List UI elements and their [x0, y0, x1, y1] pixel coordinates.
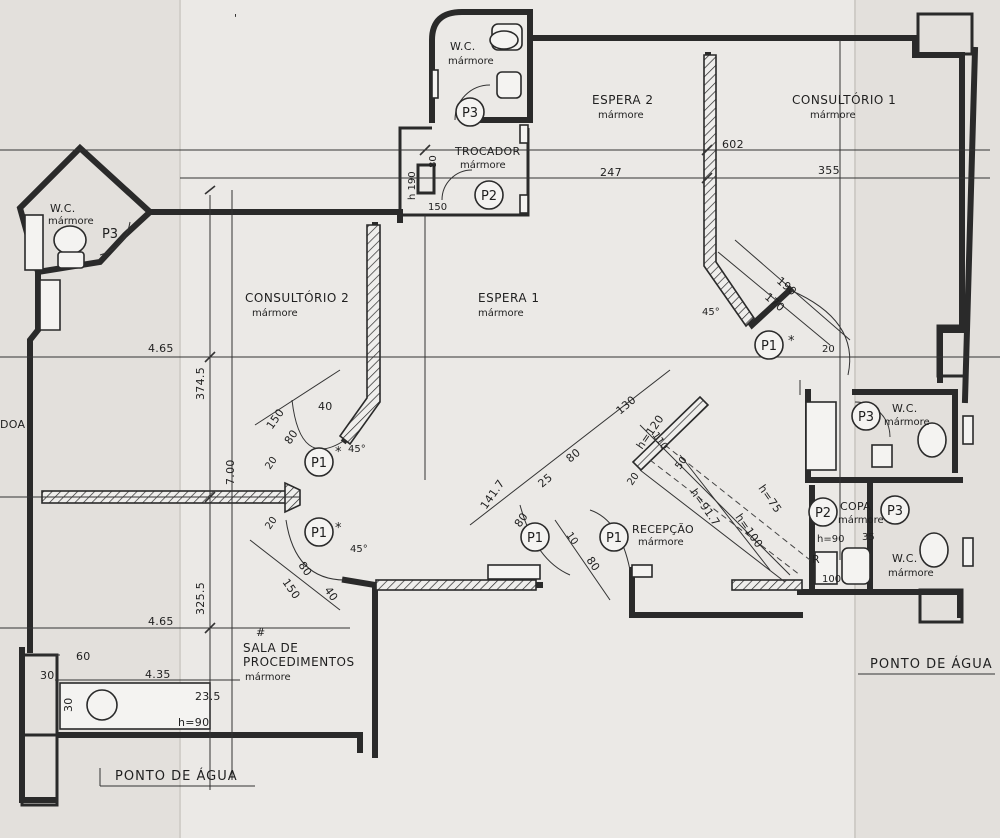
room-finish-wc-right-bottom: mármore [888, 567, 934, 579]
dim-label: 7.00 [224, 459, 237, 485]
room-finish-consultorio2: mármore [252, 307, 298, 319]
ponto-de-agua-left: PONTO DE ÁGUA [115, 768, 238, 784]
dim-label: 4.65 [148, 615, 174, 628]
sink-fixture [496, 71, 522, 99]
dim-label: 45° [348, 444, 366, 455]
dim-label: 4.65 [148, 342, 174, 355]
room-finish-wc-left: mármore [48, 215, 94, 227]
wc-top-block [398, 9, 533, 217]
dim-label: 100 [822, 574, 841, 585]
room-name-wc-top: W.C. [450, 40, 476, 53]
sala-sink-block [20, 653, 211, 807]
asterisk-mark: * [335, 445, 342, 460]
room-finish-sala: mármore [245, 671, 291, 683]
door-tag-label: P2 [815, 506, 831, 521]
room-finish-consultorio1: mármore [810, 109, 856, 121]
door-tag-label: P1 [311, 456, 327, 471]
asterisk-mark: * [335, 521, 342, 536]
mark-top: ' [234, 12, 237, 25]
door-tag-p1 [304, 447, 334, 477]
reception-counter [487, 444, 811, 583]
dim-label: h 190 [407, 171, 418, 200]
room-name-sala-line1: SALA DE [243, 641, 298, 655]
room-name-consultorio1: CONSULTÓRIO 1 [792, 92, 896, 107]
door-tag-p1 [754, 330, 784, 360]
door-tag-label: P1 [761, 339, 777, 354]
door-tag-label: P3 [462, 106, 478, 121]
mark-sala: # [256, 626, 266, 639]
dim-label: 325.5 [194, 582, 207, 615]
door-tag-label: P3 [102, 227, 118, 242]
door-tag-label: P1 [527, 531, 543, 546]
toilet-bowl [919, 532, 949, 568]
room-name-wc-left: W.C. [50, 202, 76, 215]
room-name-wc-right-top: W.C. [892, 402, 918, 415]
door-tag-p3 [851, 401, 881, 431]
door-tag-p1 [599, 522, 629, 552]
dim-label: 30 [62, 697, 75, 712]
sink-bowl [86, 689, 118, 721]
door-tag-p2 [808, 497, 838, 527]
asterisk-mark: * [788, 334, 795, 349]
dim-label: R [812, 553, 820, 566]
room-finish-recepcao: mármore [638, 536, 684, 548]
door-tag-p1 [520, 522, 550, 552]
dim-label: 4.35 [145, 668, 171, 681]
room-name-espera1: ESPERA 1 [478, 291, 540, 305]
dim-label: 45° [350, 544, 368, 555]
room-name-copa: COPA [840, 500, 871, 513]
dim-label: 35 [862, 532, 875, 543]
room-name-trocador: TROCADOR [454, 145, 520, 158]
dim-label: 602 [722, 138, 744, 151]
door-tag-p2 [474, 180, 504, 210]
dimension-lines [0, 40, 1000, 790]
room-name-recepcao: RECEPÇÃO [632, 523, 694, 536]
toilet-bowl [917, 422, 947, 458]
right-core-fixtures [805, 12, 974, 624]
room-name-consultorio2: CONSULTÓRIO 2 [245, 290, 349, 305]
dim-label: 40 [318, 400, 333, 413]
room-name-wc-right-bottom: W.C. [892, 552, 918, 565]
dim-label: 247 [600, 166, 622, 179]
door-tag-p3 [880, 495, 910, 525]
dim-label: h=90 [817, 534, 844, 545]
room-name-sala-line2: PROCEDIMENTOS [243, 655, 355, 669]
dim-label: h=90 [178, 716, 209, 729]
dim-label: 60 [76, 650, 91, 663]
dim-label: 23.5 [195, 690, 221, 703]
door-tag-p1 [304, 517, 334, 547]
notes: PONTO DE ÁGUA PONTO DE ÁGUA DOA ' # [0, 12, 995, 787]
dim-label: 30 [40, 669, 55, 682]
toilet-bowl [489, 30, 519, 50]
room-finish-espera1: mármore [478, 307, 524, 319]
toilet-bowl [53, 225, 87, 255]
wc-left-block [16, 143, 155, 331]
dim-label: 374.5 [194, 367, 207, 400]
door-tag-label: P3 [887, 504, 903, 519]
edge-fragment-text: DOA [0, 418, 26, 431]
dim-label: 20 [822, 344, 835, 355]
door-tags: P3 P2 P3 P1 P1 P1 P1 P1 P3 P2 P3 * * * [102, 97, 910, 552]
door-tag-p3 [455, 97, 485, 127]
room-name-espera2: ESPERA 2 [592, 93, 654, 107]
dim-label: 80 [428, 155, 439, 168]
room-labels: W.C. mármore W.C. mármore TROCADOR mármo… [48, 40, 934, 683]
door-tag-label: P1 [606, 531, 622, 546]
room-finish-trocador: mármore [460, 159, 506, 171]
dim-label: 355 [818, 164, 840, 177]
room-finish-wc-right-top: mármore [884, 416, 930, 428]
room-finish-wc-top: mármore [448, 55, 494, 67]
door-tag-label: P3 [858, 410, 874, 425]
door-tag-label: P1 [311, 526, 327, 541]
ponto-de-agua-right: PONTO DE ÁGUA [870, 656, 993, 672]
room-finish-espera2: mármore [598, 109, 644, 121]
room-finish-copa: mármore [838, 514, 884, 526]
dim-label: 150 [428, 202, 447, 213]
dim-label: 45° [702, 307, 720, 318]
door-tag-label: P2 [481, 189, 497, 204]
